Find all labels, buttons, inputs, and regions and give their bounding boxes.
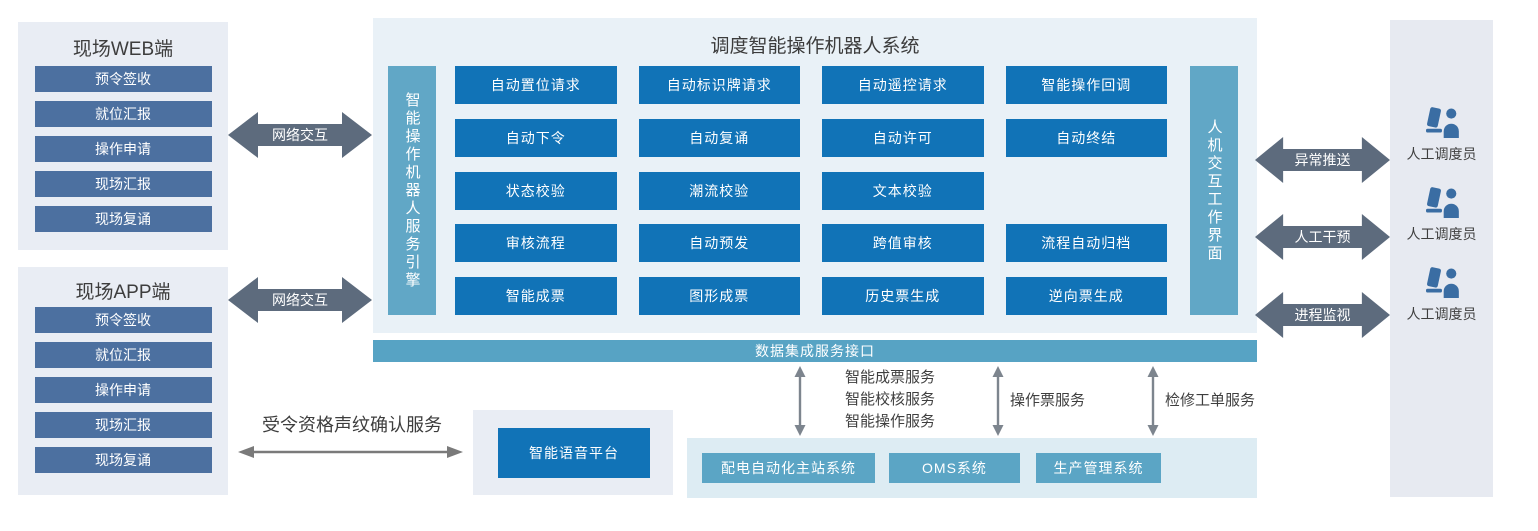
field-web-list: 预令签收 就位汇报 操作申请 现场汇报 现场复诵 — [18, 66, 228, 232]
system-oms: OMS系统 — [889, 453, 1020, 483]
func-auto-position-request: 自动置位请求 — [455, 66, 617, 104]
dispatcher-person-icon — [1425, 107, 1459, 138]
network-arrow-web: 网络交互 — [228, 112, 372, 158]
web-item-operation-request: 操作申请 — [34, 136, 212, 162]
func-review-flow: 审核流程 — [455, 224, 617, 263]
service-link-arrow-1 — [793, 366, 807, 436]
data-integration-bar: 数据集成服务接口 — [373, 340, 1257, 362]
field-web-panel: 现场WEB端 预令签收 就位汇报 操作申请 现场汇报 现场复诵 — [18, 22, 228, 250]
main-system-panel: 调度智能操作机器人系统 智能操作机器人服务引擎 自动置位请求 自动标识牌请求 自… — [373, 18, 1257, 333]
func-auto-tag-request: 自动标识牌请求 — [638, 66, 800, 104]
network-arrow-app-label: 网络交互 — [272, 292, 328, 308]
vertical-double-arrow-icon — [794, 366, 806, 436]
service-label-line: 智能校核服务 — [845, 391, 936, 408]
field-web-title: 现场WEB端 — [72, 39, 174, 60]
service-engine-bar: 智能操作机器人服务引擎 — [388, 66, 436, 315]
network-arrow-web-label: 网络交互 — [272, 127, 328, 143]
web-item-site-repeat: 现场复诵 — [34, 206, 212, 232]
service-link-arrow-3 — [1146, 366, 1160, 436]
dispatcher-panel: 人工调度员 人工调度员 人工调度员 — [1390, 20, 1493, 497]
system-production-management: 生产管理系统 — [1036, 453, 1161, 483]
service-link-arrow-2 — [991, 366, 1005, 436]
main-system-title: 调度智能操作机器人系统 — [710, 36, 920, 57]
voice-platform-box: 智能语音平台 — [498, 428, 650, 478]
hmi-bar: 人机交互工作界面 — [1190, 66, 1238, 315]
app-item-order-sign: 预令签收 — [34, 307, 212, 333]
func-smart-ticket: 智能成票 — [455, 277, 617, 315]
service-label-line: 智能成票服务 — [845, 369, 936, 386]
service-link-label-1: 智能成票服务 智能校核服务 智能操作服务 — [845, 367, 935, 433]
manual-intervention-label: 人工干预 — [1294, 229, 1351, 245]
double-arrow-icon — [1255, 137, 1390, 183]
horizontal-double-arrow-icon — [238, 446, 463, 458]
func-auto-command: 自动下令 — [455, 118, 617, 157]
func-cross-shift-review: 跨值审核 — [822, 224, 984, 263]
external-systems-panel: 配电自动化主站系统 OMS系统 生产管理系统 — [687, 438, 1257, 498]
double-arrow-icon — [1255, 292, 1390, 338]
dispatcher-person-icon — [1425, 267, 1459, 298]
vertical-double-arrow-icon — [992, 366, 1004, 436]
web-item-order-sign: 预令签收 — [34, 66, 212, 92]
vertical-double-arrow-icon — [1147, 366, 1159, 436]
double-arrow-icon — [228, 277, 372, 323]
func-auto-repeat: 自动复诵 — [638, 118, 800, 157]
dispatcher-label: 人工调度员 — [1406, 306, 1477, 322]
service-link-label-3: 检修工单服务 — [1165, 390, 1255, 412]
service-label-line: 检修工单服务 — [1165, 392, 1256, 409]
web-item-position-report: 就位汇报 — [34, 101, 212, 127]
app-item-position-report: 就位汇报 — [34, 342, 212, 368]
web-item-site-report: 现场汇报 — [34, 171, 212, 197]
func-graphic-ticket: 图形成票 — [638, 277, 800, 315]
engine-function-grid: 自动置位请求 自动标识牌请求 自动遥控请求 智能操作回调 自动下令 自动复诵 自… — [455, 66, 1167, 315]
field-app-list: 预令签收 就位汇报 操作申请 现场汇报 现场复诵 — [18, 307, 228, 473]
process-monitor-label: 进程监视 — [1294, 307, 1351, 323]
exception-push-arrow: 异常推送 — [1255, 137, 1390, 183]
app-item-site-report: 现场汇报 — [34, 412, 212, 438]
system-distribution-automation: 配电自动化主站系统 — [702, 453, 875, 483]
dispatcher-label: 人工调度员 — [1406, 226, 1477, 242]
func-status-check: 状态校验 — [455, 171, 617, 210]
func-history-ticket: 历史票生成 — [822, 277, 984, 315]
func-smart-operation-callback: 智能操作回调 — [1005, 66, 1167, 104]
app-item-operation-request: 操作申请 — [34, 377, 212, 403]
func-text-check: 文本校验 — [822, 171, 984, 210]
func-auto-remote-request: 自动遥控请求 — [822, 66, 984, 104]
func-auto-terminate: 自动终结 — [1005, 118, 1167, 157]
dispatcher-label: 人工调度员 — [1406, 146, 1477, 162]
dispatcher-2: 人工调度员 — [1390, 186, 1493, 244]
manual-intervention-arrow: 人工干预 — [1255, 214, 1390, 260]
hmi-label: 人机交互工作界面 — [1205, 118, 1223, 263]
voiceprint-service-label: 受令资格声纹确认服务 — [262, 415, 442, 435]
network-arrow-app: 网络交互 — [228, 277, 372, 323]
func-auto-archive: 流程自动归档 — [1005, 224, 1167, 263]
func-auto-preissue: 自动预发 — [638, 224, 800, 263]
dispatcher-1: 人工调度员 — [1390, 106, 1493, 164]
service-label-line: 操作票服务 — [1010, 392, 1086, 409]
field-app-title: 现场APP端 — [75, 282, 171, 303]
app-item-site-repeat: 现场复诵 — [34, 447, 212, 473]
field-app-panel: 现场APP端 预令签收 就位汇报 操作申请 现场汇报 现场复诵 — [18, 267, 228, 495]
service-link-label-2: 操作票服务 — [1010, 390, 1085, 412]
service-label-line: 智能操作服务 — [845, 413, 936, 430]
process-monitor-arrow: 进程监视 — [1255, 292, 1390, 338]
voiceprint-service-arrow — [238, 444, 463, 460]
func-auto-permit: 自动许可 — [822, 118, 984, 157]
func-reverse-ticket: 逆向票生成 — [1005, 277, 1167, 315]
double-arrow-icon — [1255, 214, 1390, 260]
dispatcher-3: 人工调度员 — [1390, 266, 1493, 324]
exception-push-label: 异常推送 — [1294, 152, 1351, 168]
dispatcher-person-icon — [1425, 187, 1459, 218]
double-arrow-icon — [228, 112, 372, 158]
voice-platform-panel: 智能语音平台 — [473, 410, 673, 495]
func-powerflow-check: 潮流校验 — [638, 171, 800, 210]
service-engine-label: 智能操作机器人服务引擎 — [403, 91, 421, 290]
